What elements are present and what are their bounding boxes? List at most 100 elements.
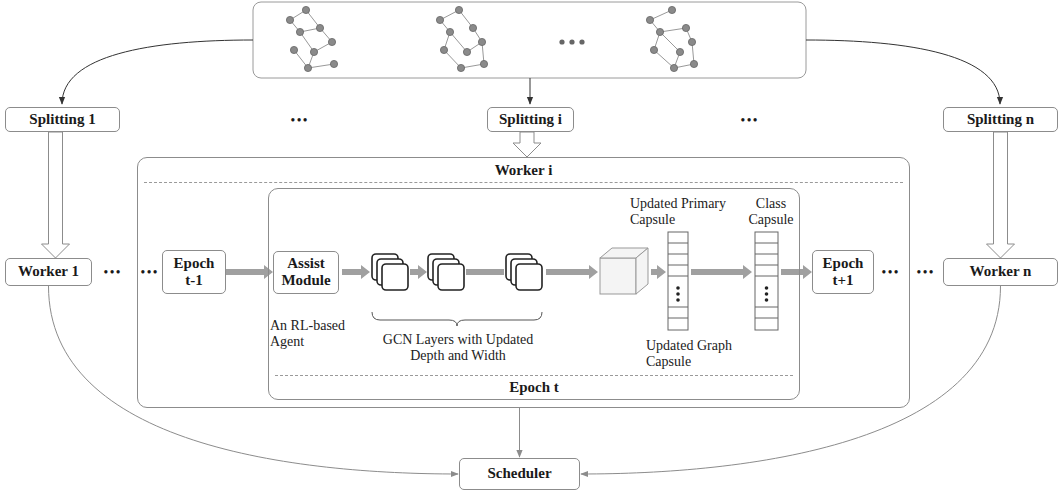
graph-vertex (688, 38, 695, 45)
graph-vertex (676, 48, 683, 55)
graph-vertex (682, 24, 689, 31)
pipeline-arrows (342, 265, 801, 279)
graph-vertex (646, 16, 653, 23)
graph-vertex (310, 48, 317, 55)
ellipsis: ••• (139, 263, 161, 281)
vector-dot (676, 292, 680, 296)
graph-vertex (330, 60, 337, 67)
box-label: Scheduler (487, 465, 551, 482)
box-label: Worker 1 (18, 263, 79, 280)
graph-vertex (690, 60, 697, 67)
split-line (530, 78, 531, 104)
graph-vertex (446, 28, 453, 35)
hollow-arrow (513, 132, 541, 157)
vector-cell (668, 243, 688, 244)
graph-edge (660, 32, 680, 52)
layer-square (438, 264, 464, 290)
graph-vertex (296, 28, 303, 35)
module-box: Assist Module (273, 251, 339, 294)
graph-vertex (328, 38, 335, 45)
hollow-arrow (987, 132, 1015, 258)
graph-vertex (440, 46, 447, 53)
pipeline-arrow (651, 265, 666, 279)
graph-vertex (478, 38, 485, 45)
graph-vertex (480, 60, 487, 67)
graph-vertex (668, 6, 675, 13)
ellipsis: ••• (732, 111, 768, 129)
vector-dot (765, 286, 769, 290)
graph-vertex (457, 64, 464, 71)
graph-panel (253, 2, 806, 78)
worker-frame: Worker iEpoch t-1Epoch tAssist ModuleEpo… (137, 157, 910, 408)
graph-vertex (650, 46, 657, 53)
layer-square (382, 264, 408, 290)
vector-cell (755, 254, 778, 255)
svg-rect (600, 258, 636, 294)
block-arrow (226, 265, 273, 279)
hollow-arrow (42, 132, 70, 258)
split-line (62, 40, 253, 104)
annotation: GCN Layers with Updated Depth and Width (382, 332, 534, 364)
graph-vertex (290, 46, 297, 53)
graph-sketches (286, 6, 697, 71)
graph-edge (654, 50, 674, 68)
graph-vertex (670, 64, 677, 71)
capsule-vector (668, 232, 688, 330)
vector-dot (676, 286, 680, 290)
frame-title: Worker i (138, 161, 909, 179)
svg-polygon (636, 248, 648, 294)
split-line (806, 40, 1000, 104)
vector-cell (668, 318, 688, 319)
ellipsis: ••• (912, 263, 940, 281)
worker-box: Worker 1 (5, 258, 92, 286)
dashed-divider (144, 182, 903, 183)
frame-title: Epoch t (269, 378, 799, 396)
gcn-layer-stacks (372, 254, 542, 290)
annotation: Class Capsule (744, 196, 798, 228)
vector-cell (668, 307, 688, 308)
pipeline-arrow (546, 265, 598, 279)
graph-vertex (304, 64, 311, 71)
ellipsis: ••• (877, 263, 905, 281)
graph-vertex (316, 24, 323, 31)
vector-cell (668, 254, 688, 255)
pipeline-arrow (691, 265, 752, 279)
split-box: Splitting 1 (5, 107, 120, 132)
vector-cell (755, 307, 778, 308)
capsule-vectors (668, 232, 778, 330)
graph-vertex (286, 16, 293, 23)
layer-square (516, 264, 542, 290)
block-arrow (800, 265, 812, 279)
graph-vertex (302, 6, 309, 13)
annotation: Updated Graph Capsule (646, 338, 750, 370)
graph-vertex (463, 48, 470, 55)
connector-line (519, 408, 520, 457)
svg-circle (559, 39, 564, 44)
pipeline-arrow (342, 265, 370, 279)
brace (372, 312, 542, 326)
ellipsis: ••• (96, 263, 130, 281)
vector-cell (755, 265, 778, 266)
graph-vertex (455, 6, 462, 13)
epoch-box: Epoch t+1 (812, 250, 874, 294)
box-label: Splitting n (967, 111, 1034, 128)
vector-dot (765, 298, 769, 302)
primary-capsule-cube (600, 248, 648, 294)
vector-dot (676, 298, 680, 302)
box-label: Epoch t+1 (818, 255, 868, 290)
pipeline-arrow (781, 269, 801, 275)
split-box: Splitting i (487, 107, 574, 132)
split-box: Splitting n (943, 107, 1058, 132)
annotation: Updated Primary Capsule (630, 196, 742, 228)
pipeline-arrow (410, 265, 427, 279)
dashed-divider (275, 375, 793, 376)
ellipsis: ••• (282, 111, 318, 129)
connector-line (581, 286, 1001, 474)
scheduler-box: Scheduler (459, 458, 580, 490)
connector-line (49, 286, 459, 474)
worker-box: Worker n (943, 258, 1058, 286)
